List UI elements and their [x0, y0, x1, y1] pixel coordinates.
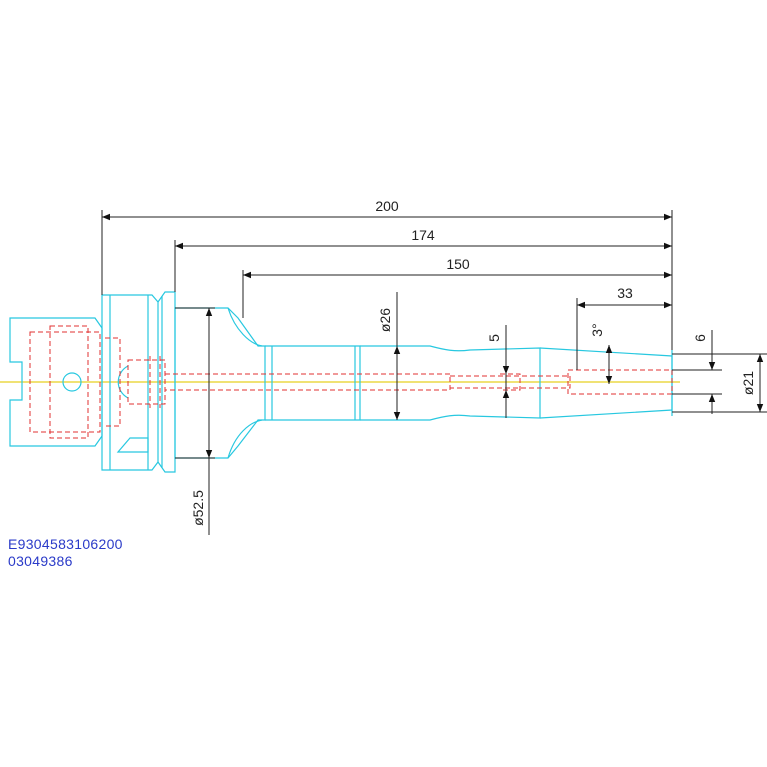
holder-outline	[9, 291, 673, 473]
dim-33: 33	[576, 285, 672, 370]
part-code-line-1: E9304583106200	[8, 536, 123, 552]
dim-dia-21-label: ø21	[740, 371, 756, 395]
dim-6: 6	[672, 330, 722, 414]
dim-dia-21: ø21	[672, 353, 767, 413]
dim-dia-26: ø26	[377, 292, 401, 420]
dim-200: 200	[101, 198, 673, 350]
dim-150-label: 150	[446, 256, 470, 272]
dim-dia-26-label: ø26	[377, 308, 393, 332]
dim-174: 174	[174, 227, 672, 292]
part-code-line-2: 03049386	[8, 553, 73, 569]
dim-5: 5	[486, 325, 510, 418]
dim-5-label: 5	[486, 334, 502, 342]
dim-dia-52-5-label: ø52.5	[190, 490, 206, 526]
dim-dia-52-5: ø52.5	[175, 307, 215, 535]
dim-33-label: 33	[617, 285, 633, 301]
dim-6-label: 6	[692, 334, 708, 342]
dim-angle-3-label: 3°	[589, 323, 605, 336]
dim-angle-3: 3°	[589, 323, 613, 384]
dim-200-label: 200	[375, 198, 399, 214]
dim-174-label: 174	[411, 227, 435, 243]
dim-150: 150	[242, 256, 672, 318]
